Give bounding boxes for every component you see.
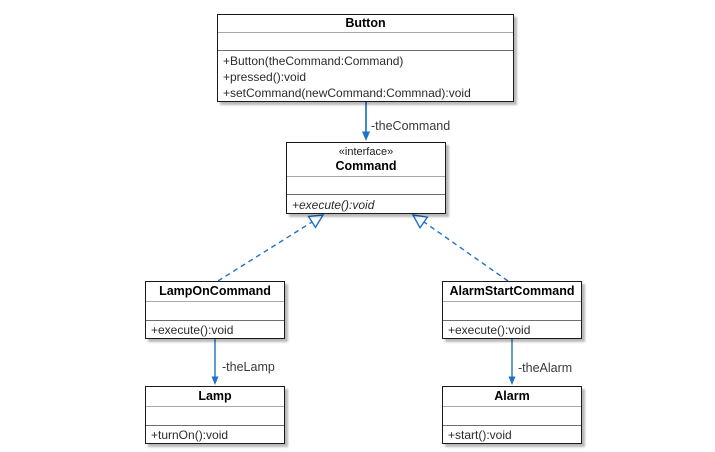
attributes-section-command <box>287 177 445 195</box>
methods-section-command: +execute():void <box>287 195 445 213</box>
edge-label-thelamp: -theLamp <box>222 360 275 374</box>
attributes-section-alarm <box>443 407 581 426</box>
methods-section-alarm: +start():void <box>443 426 581 443</box>
method-item: +execute():void <box>292 198 375 212</box>
realization-triangle-lamponcommand <box>307 214 325 229</box>
methods-section-lamp: +turnOn():void <box>146 426 284 443</box>
attributes-section-lamponcommand <box>146 302 284 321</box>
realization-triangle-alarmstartcommand <box>411 214 429 230</box>
method-item: +turnOn():void <box>151 428 229 442</box>
edge-label-thealarm: -theAlarm <box>518 361 573 375</box>
class-name-alarm: Alarm <box>443 387 581 407</box>
attributes-section-alarmstartcommand <box>443 302 581 321</box>
class-name-lamp: Lamp <box>146 387 284 407</box>
method-item: +Button(theCommand:Command) <box>223 54 404 68</box>
stereotype-interface: «interface» <box>338 145 394 158</box>
arrowhead-alarmstartcommand-alarm <box>508 376 516 385</box>
attributes-section-lamp <box>146 407 284 426</box>
class-box-lamp: Lamp +turnOn():void <box>145 386 285 444</box>
methods-section-button: +Button(theCommand:Command) +pressed():v… <box>218 51 513 101</box>
edge-label-thecommand: -theCommand <box>371 119 451 133</box>
method-item: +pressed():void <box>223 70 307 84</box>
class-name-button: Button <box>218 15 513 33</box>
class-name-text: Command <box>335 158 397 173</box>
class-box-alarmstartcommand: AlarmStartCommand +execute():void <box>442 281 582 339</box>
methods-section-alarmstartcommand: +execute():void <box>443 321 581 338</box>
class-box-button: Button +Button(theCommand:Command) +pres… <box>217 14 514 102</box>
realization-line-lamponcommand-command <box>217 221 313 282</box>
arrowhead-button-command <box>362 131 370 141</box>
class-name-command: «interface» Command <box>287 143 445 177</box>
attributes-section-button <box>218 33 513 51</box>
method-item: +start():void <box>448 428 512 442</box>
class-name-alarmstartcommand: AlarmStartCommand <box>443 282 581 302</box>
realization-line-alarmstartcommand-command <box>423 221 509 282</box>
class-name-lamponcommand: LampOnCommand <box>146 282 284 302</box>
class-box-lamponcommand: LampOnCommand +execute():void <box>145 281 285 339</box>
method-item: +execute():void <box>448 323 531 337</box>
class-box-command: «interface» Command +execute():void <box>286 142 446 214</box>
method-item: +execute():void <box>151 323 234 337</box>
methods-section-lamponcommand: +execute():void <box>146 321 284 338</box>
method-item: +setCommand(newCommand:Commnad):void <box>223 86 471 100</box>
arrowhead-lamponcommand-lamp <box>211 376 219 385</box>
class-box-alarm: Alarm +start():void <box>442 386 582 444</box>
